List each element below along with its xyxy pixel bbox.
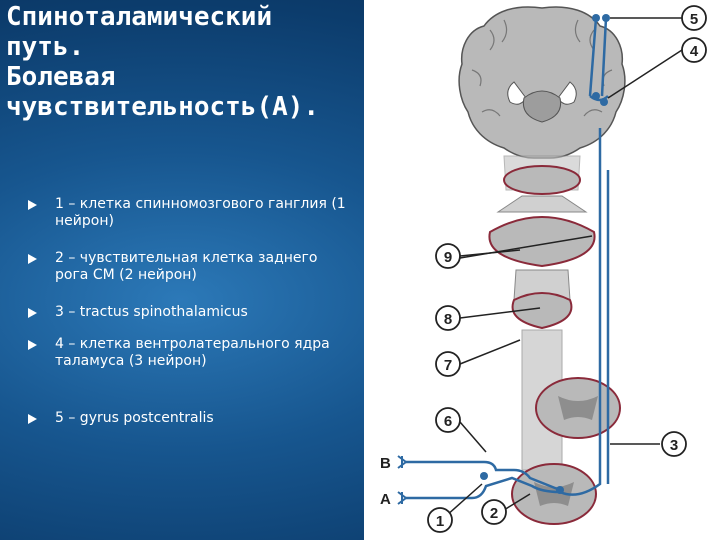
gray-matter-upper (558, 396, 598, 420)
bullet-arrow-icon (28, 254, 37, 264)
svg-text:9: 9 (444, 249, 452, 266)
svg-text:5: 5 (690, 11, 698, 28)
title-line: Болевая (6, 62, 116, 92)
svg-text:1: 1 (436, 513, 444, 530)
title-line: чувствительность(А). (6, 92, 320, 122)
marker-5: 5 (681, 5, 707, 31)
marker-4: 4 (681, 37, 707, 63)
marker-6: 6 (435, 407, 461, 433)
marker-7: 7 (435, 351, 461, 377)
marker-leader-lines (445, 17, 683, 517)
gray-matter-lower (534, 482, 574, 506)
svg-text:6: 6 (444, 413, 452, 430)
marker-3: 3 (661, 431, 687, 457)
pathway-diagram-svg: 5 4 9 8 7 6 3 1 2 B A (380, 5, 707, 533)
svg-text:8: 8 (444, 311, 452, 328)
svg-text:7: 7 (444, 357, 452, 374)
side-label-b: B (380, 455, 391, 472)
receptor-icon (397, 455, 408, 505)
svg-text:2: 2 (490, 505, 498, 522)
pons-slice (488, 216, 596, 268)
title-line: Спиноталамический (6, 2, 273, 32)
marker-8: 8 (435, 305, 461, 331)
bullet-arrow-icon (28, 340, 37, 350)
svg-text:3: 3 (670, 437, 678, 454)
thalamus (522, 90, 562, 123)
legend-item-text: 4 – клетка вентролатерального ядра талам… (55, 336, 330, 369)
neuron-cells (480, 14, 610, 494)
bullet-arrow-icon (28, 308, 37, 318)
bullet-arrow-icon (28, 414, 37, 424)
legend-item-text: 2 – чувствительная клетка заднего рога С… (55, 250, 318, 283)
bullet-arrow-icon (28, 200, 37, 210)
legend-item-text: 1 – клетка спинномозгового ганглия (1 не… (55, 196, 346, 229)
svg-text:4: 4 (690, 43, 699, 60)
spinothalamic-pathway (406, 17, 610, 500)
pons-section (496, 195, 588, 213)
slide-title: Спиноталамический путь. Болевая чувствит… (6, 2, 361, 122)
legend-item-text: 5 – gyrus postcentralis (55, 410, 214, 426)
marker-1: 1 (427, 507, 453, 533)
title-line: путь. (6, 32, 85, 62)
marker-9: 9 (435, 243, 461, 269)
side-label-a: A (380, 491, 391, 508)
midbrain-slice (503, 165, 581, 195)
marker-2: 2 (481, 499, 507, 525)
legend-item-text: 3 – tractus spinothalamicus (55, 304, 248, 320)
medulla-slice (511, 292, 573, 330)
pathway-diagram: 5 4 9 8 7 6 3 1 2 B A (364, 0, 720, 540)
